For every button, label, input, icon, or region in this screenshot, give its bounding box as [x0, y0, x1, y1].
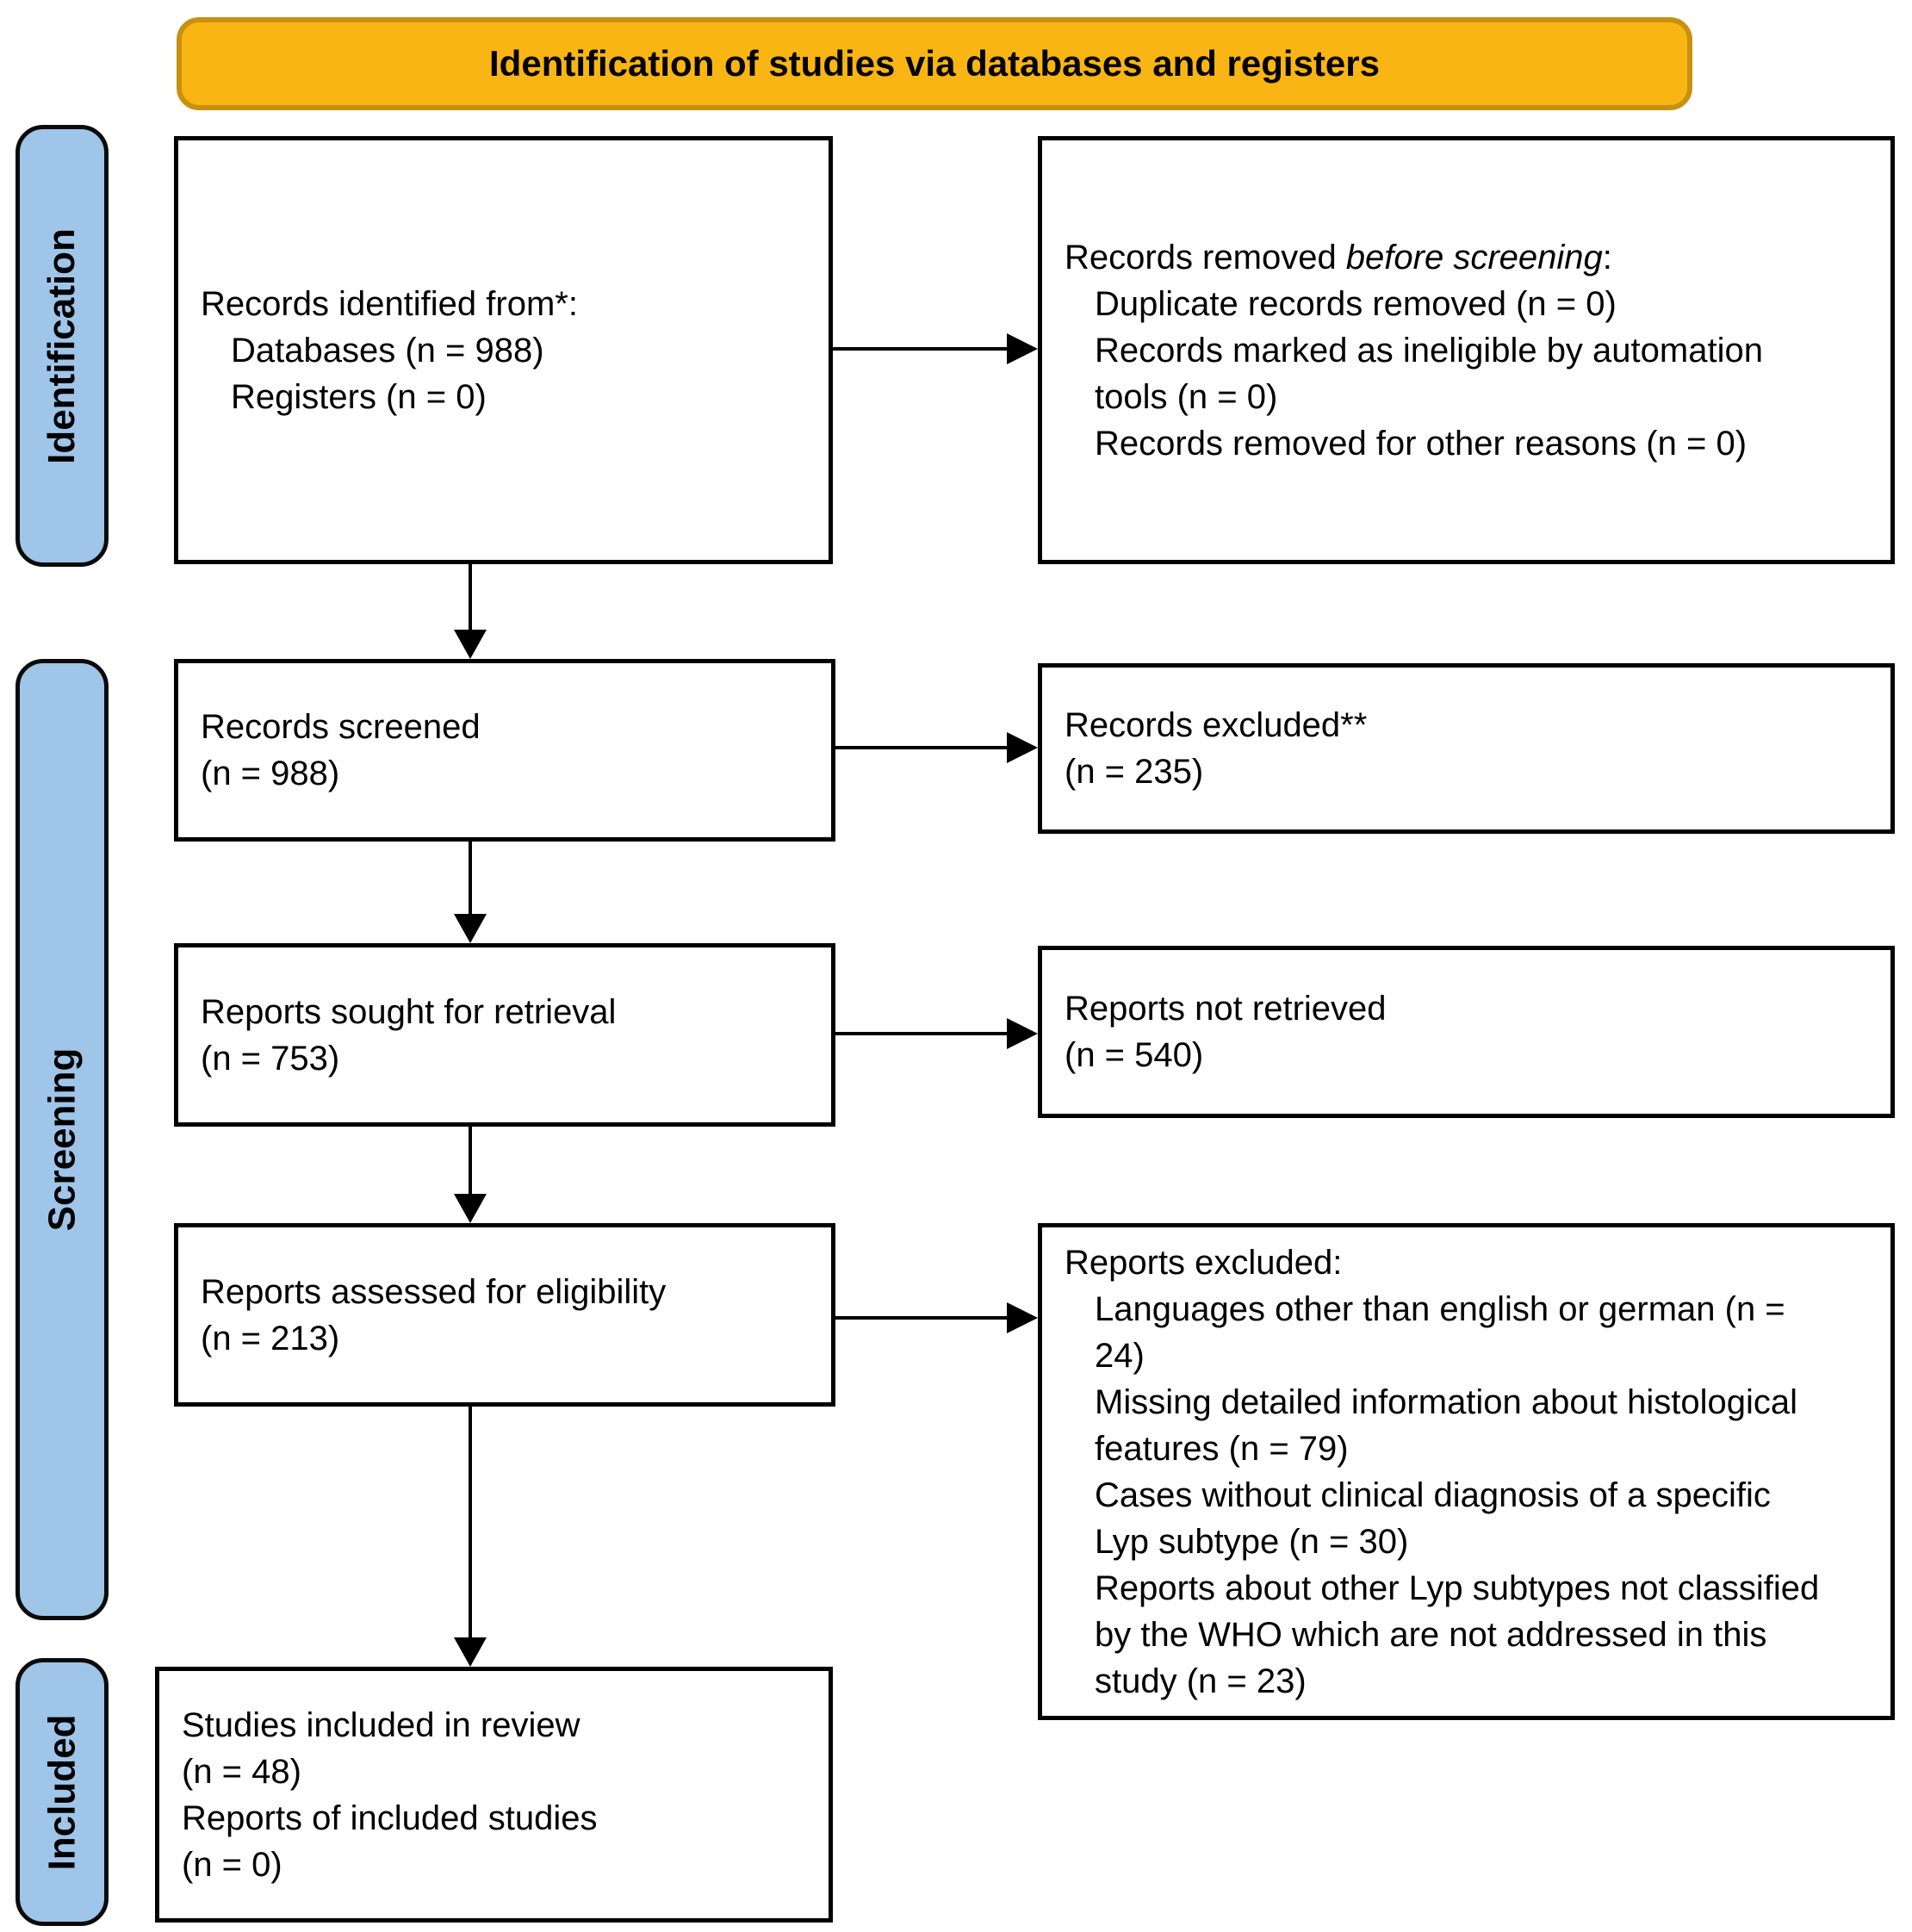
arrowhead-right-icon: [1007, 732, 1038, 763]
arrowhead-right-icon: [1007, 333, 1038, 364]
arrow-line: [833, 347, 1007, 351]
box-line: Studies included in review: [182, 1705, 580, 1744]
stage-label-included: Included: [16, 1658, 109, 1926]
box-line: Registers (n = 0): [231, 377, 487, 416]
box-line: Reports assessed for eligibility: [201, 1272, 667, 1311]
arrowhead-down-icon: [454, 914, 487, 943]
box-reports-excluded: Reports excluded: Languages other than e…: [1038, 1223, 1895, 1720]
box-line: (n = 0): [182, 1845, 282, 1884]
box-line: Records marked as ineligible by automati…: [1095, 331, 1763, 416]
box-line: Reports sought for retrieval: [201, 992, 617, 1031]
box-line-segment: :: [1602, 238, 1612, 276]
box-line: Records identified from*:: [201, 284, 578, 323]
arrow-line: [469, 1127, 472, 1194]
box-line: (n = 540): [1065, 1036, 1204, 1074]
box-reports-sought-for-retrieval: Reports sought for retrieval (n = 753): [174, 943, 835, 1127]
stage-label-screening: Screening: [16, 659, 109, 1620]
arrow-line: [469, 842, 472, 914]
box-records-identified: Records identified from*: Databases (n =…: [174, 136, 833, 564]
box-line: Missing detailed information about histo…: [1095, 1382, 1798, 1468]
stage-label-identification-text: Identification: [40, 227, 83, 464]
box-line-segment-italic: before screening: [1345, 238, 1603, 276]
box-line: (n = 988): [201, 755, 340, 792]
box-records-screened: Records screened (n = 988): [174, 659, 835, 842]
arrowhead-down-icon: [454, 1194, 487, 1223]
box-records-excluded: Records excluded** (n = 235): [1038, 663, 1895, 834]
arrowhead-down-icon: [454, 1637, 487, 1667]
box-studies-included-in-review: Studies included in review (n = 48) Repo…: [155, 1667, 833, 1923]
box-line: (n = 753): [201, 1039, 340, 1078]
box-line: Reports excluded:: [1065, 1243, 1343, 1282]
box-line: Languages other than english or german (…: [1095, 1289, 1785, 1375]
banner: Identification of studies via databases …: [177, 17, 1692, 110]
box-line-segment: Records removed: [1065, 238, 1346, 276]
box-line: Cases without clinical diagnosis of a sp…: [1095, 1475, 1771, 1561]
box-line: Records excluded**: [1065, 706, 1368, 744]
box-line: Duplicate records removed (n = 0): [1095, 284, 1617, 323]
stage-label-screening-text: Screening: [40, 1047, 83, 1232]
box-line: (n = 48): [182, 1752, 301, 1791]
stage-label-identification: Identification: [16, 125, 109, 567]
stage-label-included-text: Included: [40, 1714, 83, 1870]
arrow-line: [469, 564, 472, 630]
box-reports-not-retrieved: Reports not retrieved (n = 540): [1038, 946, 1895, 1118]
box-line: (n = 235): [1065, 753, 1204, 791]
box-line: Reports about other Lyp subtypes not cla…: [1095, 1569, 1820, 1700]
box-line: Reports not retrieved: [1065, 990, 1387, 1028]
arrow-line: [835, 746, 1007, 749]
box-reports-assessed-for-eligibility: Reports assessed for eligibility (n = 21…: [174, 1223, 835, 1407]
box-line: Records screened: [201, 708, 481, 746]
banner-title: Identification of studies via databases …: [489, 43, 1380, 84]
arrowhead-down-icon: [454, 630, 487, 659]
arrow-line: [835, 1032, 1007, 1035]
arrowhead-right-icon: [1007, 1018, 1038, 1049]
arrow-line: [835, 1316, 1007, 1320]
box-records-removed-before-screening: Records removed before screening: Duplic…: [1038, 136, 1895, 564]
arrowhead-right-icon: [1007, 1302, 1038, 1333]
box-line: Records removed for other reasons (n = 0…: [1095, 424, 1747, 463]
arrow-line: [469, 1407, 472, 1637]
box-line: (n = 213): [201, 1319, 340, 1357]
box-line: Reports of included studies: [182, 1798, 598, 1837]
box-line: Databases (n = 988): [231, 331, 544, 370]
box-line: Records removed before screening:: [1065, 234, 1830, 281]
